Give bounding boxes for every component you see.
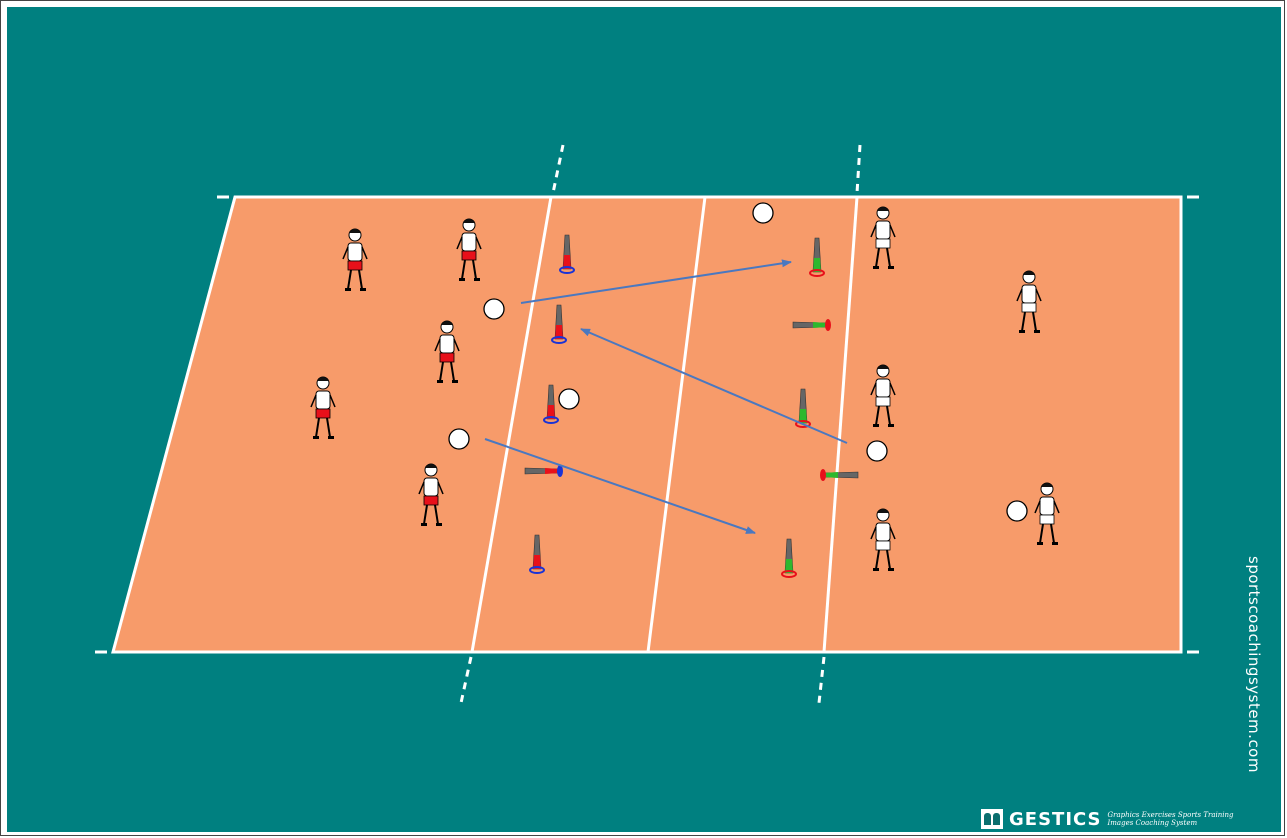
ball [484,299,504,319]
logo-tagline: Graphics Exercises Sports Training Image… [1108,811,1234,827]
gestics-logo-icon [981,809,1003,829]
logo-tagline-line1: Graphics Exercises Sports Training [1108,811,1234,819]
logo-name: GESTICS [1009,809,1102,830]
volleyball-court-diagram [7,7,1281,832]
ball [449,429,469,449]
gestics-logo: GESTICS Graphics Exercises Sports Traini… [981,806,1234,832]
court-surface [113,197,1181,652]
ball [753,203,773,223]
ball [867,441,887,461]
ball [559,389,579,409]
logo-tagline-line2: Images Coaching System [1108,819,1234,827]
watermark-text: sportscoachingsystem.com [1245,556,1263,773]
ball [1007,501,1027,521]
